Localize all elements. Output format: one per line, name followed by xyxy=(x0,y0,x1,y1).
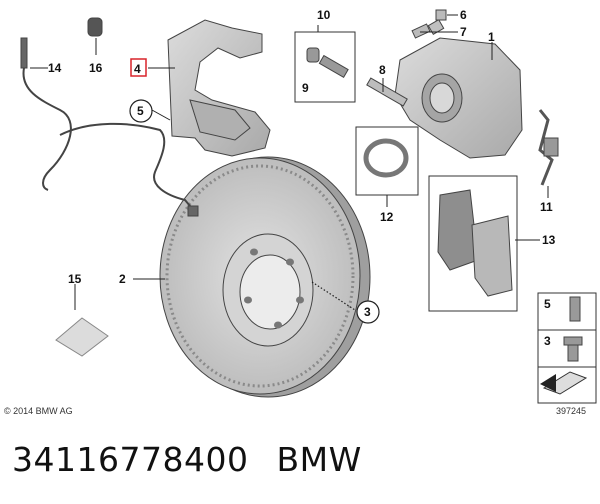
callout-16: 16 xyxy=(89,61,103,75)
grommet xyxy=(87,17,103,37)
callout-3: 3 xyxy=(364,305,371,319)
callout-4: 4 xyxy=(134,62,141,76)
leader-lines xyxy=(30,14,549,311)
callout-8: 8 xyxy=(379,63,386,77)
brand-name: BMW xyxy=(276,440,362,479)
callout-12: 12 xyxy=(380,210,394,224)
caliper-housing xyxy=(394,18,523,159)
repair-kit-box-12 xyxy=(355,126,419,196)
callout-2: 2 xyxy=(119,272,126,286)
callout-15: 15 xyxy=(68,272,82,286)
part-number: 34116778400 xyxy=(12,440,249,479)
legend-label-3: 3 xyxy=(544,334,551,348)
small-parts-box-10 xyxy=(294,31,356,103)
brake-disc xyxy=(159,156,371,398)
callout-1: 1 xyxy=(488,30,495,44)
callout-10: 10 xyxy=(317,8,331,22)
grease-pack xyxy=(55,317,109,357)
legend-box xyxy=(537,292,597,404)
callout-11: 11 xyxy=(540,200,553,214)
anti-rattle-spring xyxy=(538,109,559,186)
callout-14: 14 xyxy=(48,61,62,75)
wear-sensor-cable xyxy=(20,37,199,217)
brake-pad-box-13 xyxy=(428,175,518,312)
legend-label-5: 5 xyxy=(544,297,551,311)
caliper-carrier xyxy=(167,19,271,157)
callout-6: 6 xyxy=(460,8,467,22)
bleeder-valve xyxy=(411,9,447,39)
callout-numbers: 1 2 3 4 5 6 7 8 9 10 11 12 13 14 15 16 5… xyxy=(48,8,556,348)
callout-5: 5 xyxy=(137,104,144,118)
diagram-id: 397245 xyxy=(556,406,586,416)
exploded-brake-diagram: 1 2 3 4 5 6 7 8 9 10 11 12 13 14 15 16 5… xyxy=(4,8,597,416)
part-caption: 34116778400 BMW xyxy=(12,440,390,479)
guide-bolt xyxy=(366,77,408,107)
callout-13: 13 xyxy=(542,233,556,247)
callout-7: 7 xyxy=(460,25,467,39)
copyright-text: © 2014 BMW AG xyxy=(4,406,73,416)
callout-9: 9 xyxy=(302,81,309,95)
